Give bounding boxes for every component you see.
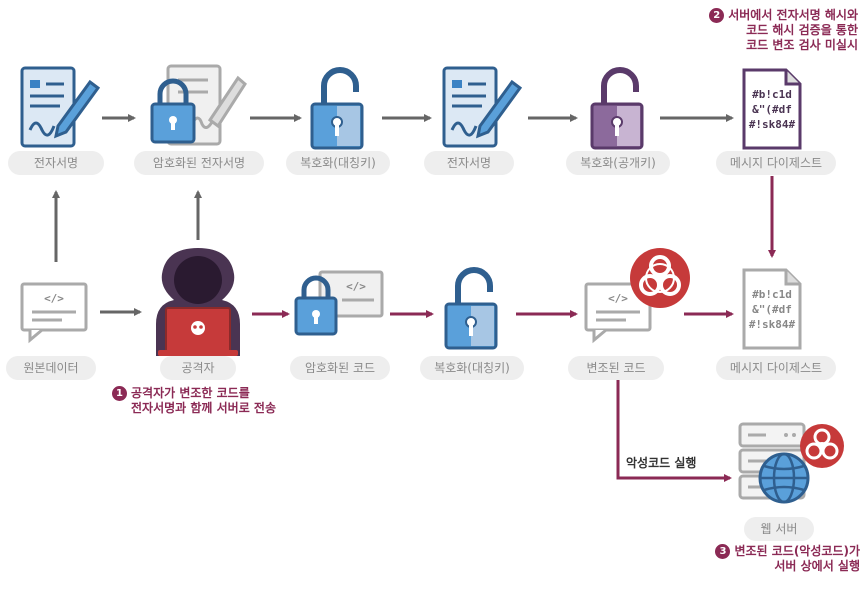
label-decrypt-symmetric: 복호화(대칭키) [420,356,524,380]
label-tampered-code: 변조된 코드 [568,356,664,380]
label-encrypted-signature: 암호화된 전자서명 [134,151,264,175]
label-message-digest: 메시지 다이제스트 [716,151,836,175]
note-3-line-1: 변조된 코드(악성코드)가 [734,544,860,558]
open-padlock-purple-icon [590,67,644,150]
label-original-data: 원본데이터 [6,356,96,380]
label-web-server: 웹 서버 [744,517,814,541]
open-padlock-blue-icon [310,67,364,150]
step-3-badge: 3 [715,544,731,559]
biohazard-icon [800,424,844,468]
svg-text:</>: </> [608,292,628,305]
note-2-line-3: 코드 변조 검사 미실시 [746,38,858,52]
note-3-line-2: 서버 상에서 실행 [774,559,860,573]
encrypted-signature-icon [150,64,247,146]
note-2-line-2: 코드 해시 검증을 통한 [746,23,858,37]
label-encrypted-code: 암호화된 코드 [290,356,390,380]
digest-line: #b!c1d [752,288,792,301]
digest-text-1: #b!c1d &"(#df #!sk84# [749,88,796,131]
note-1-line-1: 공격자가 변조한 코드를 [131,386,250,400]
digest-line: &"(#df [752,103,792,116]
note-2-line-1: 서버에서 전자서명 해시와 [728,8,858,22]
globe-icon [758,452,810,504]
original-data-icon: </> [20,282,88,344]
tampered-code-icon: </> [584,282,652,344]
up-arrows [52,190,202,262]
label-signature: 전자서명 [8,151,104,175]
svg-text:</>: </> [346,280,366,293]
note-1-line-2: 전자서명과 함께 서버로 전송 [131,401,277,415]
note-1: 1 공격자가 변조한 코드를 전자서명과 함께 서버로 전송 [112,386,276,416]
digest-document-icon [742,268,802,350]
exec-arrow [616,378,732,482]
digest-line: #b!c1d [752,88,792,101]
digest-line: #!sk84# [749,118,796,131]
step-1-badge: 1 [112,386,127,401]
hacker-icon [156,248,240,356]
digest-line: &"(#df [752,303,792,316]
label-decrypt-public: 복호화(공개키) [566,151,670,175]
digest-document-icon [742,68,802,150]
label-attacker: 공격자 [160,356,236,380]
open-padlock-blue-icon [444,267,498,350]
signed-document-icon [442,66,523,148]
label-signature: 전자서명 [424,151,514,175]
biohazard-icon [630,248,690,308]
svg-text:</>: </> [44,292,64,305]
label-decrypt-symmetric: 복호화(대칭키) [286,151,390,175]
exec-label: 악성코드 실행 [626,456,697,470]
digest-text-2: #b!c1d &"(#df #!sk84# [749,288,796,331]
label-message-digest: 메시지 다이제스트 [716,356,836,380]
encrypted-code-icon: </> [294,270,384,336]
signed-document-icon [20,66,101,148]
step-2-badge: 2 [709,8,725,23]
digest-line: #!sk84# [749,318,796,331]
row2-arrows [100,308,734,318]
